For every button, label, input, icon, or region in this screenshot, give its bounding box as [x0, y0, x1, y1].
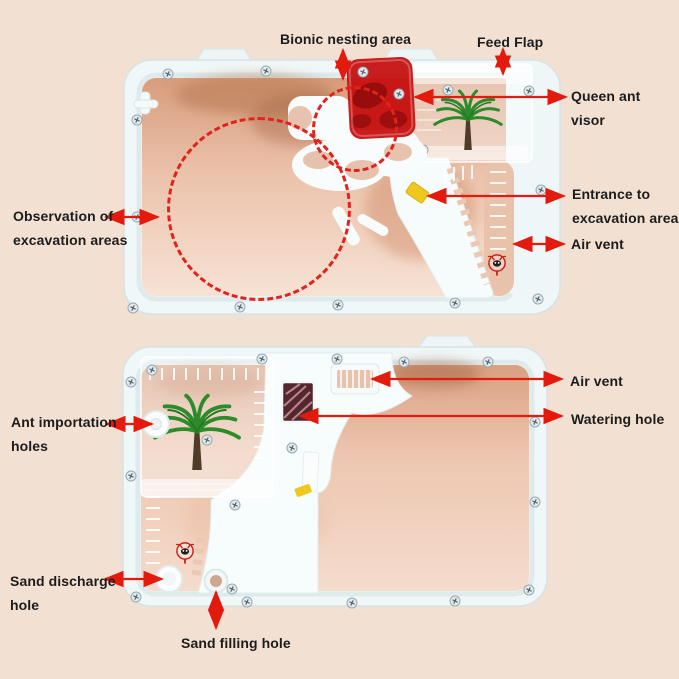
label-sand-discharge-hole: Sand discharge hole: [10, 573, 116, 613]
ramp-serration: [191, 504, 210, 576]
label-air-vent-top: Air vent: [571, 236, 624, 252]
label-observation-of-excavation-areas: Observation of excavation areas: [13, 208, 128, 248]
air-vent-part: [330, 363, 380, 395]
sand-level-ticks: [444, 165, 473, 182]
label-ant-importation-holes: Ant importation holes: [11, 414, 117, 454]
side-connector: [133, 91, 159, 115]
label-queen-ant-visor: Queen ant visor: [571, 88, 641, 128]
entrance-plug: [405, 181, 429, 204]
entrance-plug-back: [294, 484, 312, 497]
label-watering-hole: Watering hole: [571, 411, 665, 427]
label-sand-filling-hole: Sand filling hole: [181, 635, 291, 651]
sand-filling-hole-part: [203, 568, 229, 594]
nesting-area-dashed-circle: [312, 86, 398, 172]
feeding-box-back: [140, 356, 274, 498]
ramp-serration: [446, 166, 493, 286]
sand-level-ticks: [149, 368, 266, 459]
observation-area-dashed-circle: [167, 117, 351, 301]
label-entrance-to-excavation-area: Entrance to excavation area: [572, 186, 679, 226]
label-feed-flap: Feed Flap: [477, 34, 544, 50]
label-bionic-nesting-area: Bionic nesting area: [280, 31, 412, 47]
label-air-vent-bottom: Air vent: [570, 373, 623, 389]
